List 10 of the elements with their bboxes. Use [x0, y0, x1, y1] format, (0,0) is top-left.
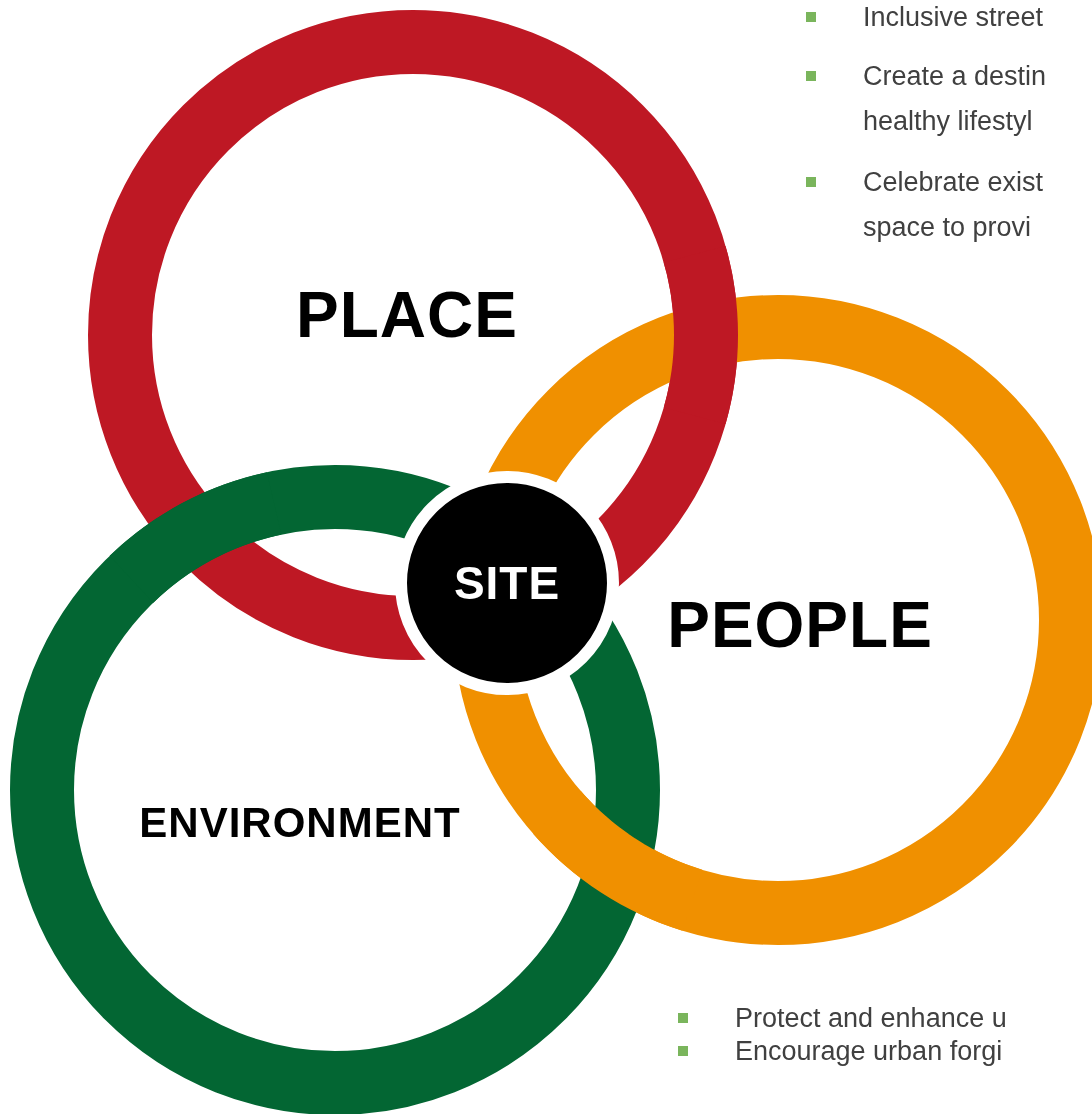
bullet-text: Encourage urban forgi	[735, 1035, 1004, 1068]
bullet-text: Celebrate exist space to provi	[863, 166, 1045, 244]
ring	[10, 465, 660, 1114]
bullet-text: Inclusive street	[863, 1, 1045, 34]
ring-label: PEOPLE	[667, 588, 933, 662]
ring-label: PLACE	[296, 278, 518, 352]
center-label: SITE	[453, 556, 561, 610]
ring-label: ENVIRONMENT	[139, 799, 461, 847]
bullet-text: Protect and enhance u	[735, 1002, 1008, 1035]
bullet-text: Create a destin healthy lifestyl	[863, 60, 1048, 138]
